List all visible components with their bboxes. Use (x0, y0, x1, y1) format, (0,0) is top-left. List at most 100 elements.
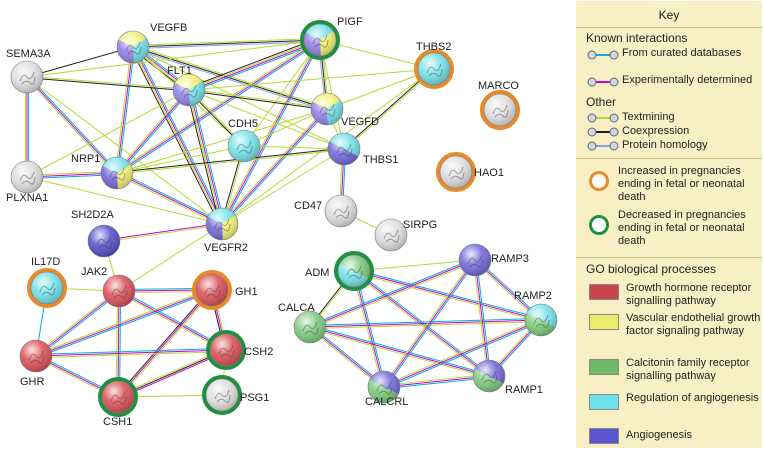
interaction-edge-sema3a-flt1 (26, 75, 190, 92)
protein-structure-glyph (383, 229, 400, 243)
protein-node-csh2[interactable] (206, 330, 246, 370)
textmining-edge-swatch (587, 113, 619, 123)
interaction-edge-ramp2-calcrl (383, 318, 542, 389)
protein-node-psg1[interactable] (202, 375, 242, 415)
interaction-edge-vegfd-vegfr2 (220, 107, 329, 226)
key-divider (576, 158, 762, 159)
edge-line (221, 148, 345, 225)
node-highlight-ring (300, 20, 340, 60)
protein-node-thbs2[interactable] (414, 49, 454, 89)
node-label-sema3a: SEMA3A (6, 48, 51, 60)
node-gloss (101, 380, 135, 414)
protein-structure-glyph (481, 370, 498, 384)
interaction-edge-ramp3-calcrl (382, 258, 477, 389)
node-gloss (303, 23, 337, 57)
protein-node-hao1[interactable] (436, 152, 476, 192)
protein-node-marco[interactable] (480, 90, 520, 130)
edge-line (35, 288, 212, 355)
edge-line (222, 109, 329, 226)
protein-node-ramp1[interactable] (472, 359, 506, 393)
protein-node-cdh5[interactable] (227, 129, 261, 163)
protein-node-calca[interactable] (293, 310, 327, 344)
legend-textmining: Textmining (586, 111, 762, 126)
protein-structure-glyph (96, 235, 113, 249)
protein-structure-glyph (333, 205, 350, 219)
protein-structure-glyph (302, 321, 319, 335)
key-divider (576, 257, 762, 258)
protein-node-vegfd[interactable] (310, 92, 344, 126)
edge-line (116, 46, 134, 174)
edge-line (35, 290, 120, 357)
edge-line (36, 291, 121, 358)
edge-line (188, 68, 435, 91)
edge-line (355, 270, 387, 387)
protein-node-jak2[interactable] (102, 274, 136, 308)
edge-line (117, 291, 226, 352)
protein-node-ramp2[interactable] (524, 303, 558, 337)
protein-node-gh1[interactable] (192, 270, 232, 310)
interaction-edge-thbs1-vegfr2 (221, 148, 345, 225)
edge-line (116, 89, 190, 174)
protein-node-ramp3[interactable] (458, 243, 492, 277)
interaction-edge-jak2-ghr (34, 289, 121, 358)
edge-line (220, 39, 320, 224)
edge-line (310, 321, 542, 330)
protein-node-plxna1[interactable] (10, 160, 44, 194)
protein-node-sh2d2a[interactable] (87, 224, 121, 258)
node-label-vegfr2: VEGFR2 (204, 242, 248, 254)
protein-node-nrp1[interactable] (100, 156, 134, 190)
protein-structure-glyph (111, 285, 128, 299)
node-label-gh1: GH1 (235, 286, 258, 298)
protein-node-flt1[interactable] (172, 73, 206, 107)
edge-line (116, 147, 344, 173)
legend-label: Regulation of angiogenesis (626, 392, 759, 404)
protein-structure-glyph (19, 71, 36, 85)
protein-node-pigf[interactable] (300, 20, 340, 60)
legend-go-growth-hormone: Growth hormone receptor signalling pathw… (586, 282, 762, 312)
node-gloss (116, 30, 150, 64)
protein-node-vegfr2[interactable] (205, 207, 239, 241)
protein-node-sema3a[interactable] (10, 60, 44, 94)
node-gloss (310, 92, 344, 126)
legend-label: Angiogenesis (626, 429, 693, 441)
protein-node-calcrl[interactable] (367, 370, 401, 404)
edge-line (474, 259, 490, 377)
edge-line (189, 41, 322, 93)
edge-line (309, 258, 475, 326)
protein-structure-glyph (218, 344, 235, 358)
edge-line (187, 90, 222, 225)
protein-node-thbs1[interactable] (327, 132, 361, 166)
edge-line (220, 107, 327, 224)
protein-structure-glyph (467, 254, 484, 268)
protein-structure-glyph (336, 143, 353, 157)
protein-node-vegfb[interactable] (116, 30, 150, 64)
edge-line (36, 351, 227, 359)
go-swatch (589, 428, 619, 444)
protein-structure-glyph (214, 389, 231, 403)
protein-node-ghr[interactable] (19, 339, 53, 373)
go-swatch (589, 394, 619, 410)
interaction-edge-vegfb-pigf (132, 37, 321, 50)
protein-node-adm[interactable] (334, 251, 374, 291)
node-label-cd47: CD47 (294, 200, 322, 212)
interaction-edge-nrp1-vegfr2 (116, 171, 223, 226)
protein-node-csh1[interactable] (98, 377, 138, 417)
edge-line (132, 46, 328, 110)
edge-line (351, 271, 383, 388)
edge-line (117, 171, 223, 224)
node-gloss (205, 207, 239, 241)
legend-label: Experimentally determined (622, 74, 753, 86)
edge-line (35, 347, 226, 355)
edge-line (188, 89, 345, 150)
node-label-vegfb: VEGFB (150, 22, 187, 34)
key-divider (576, 27, 762, 28)
increased-ring-swatch (589, 171, 609, 191)
edge-line (119, 289, 228, 350)
legend-go-regulation-angiogenesis: Regulation of angiogenesis (586, 392, 762, 422)
edge-line (114, 46, 132, 173)
protein-node-il17d[interactable] (27, 268, 67, 308)
protein-node-cd47[interactable] (324, 194, 358, 228)
edge-line (354, 268, 542, 319)
protein-node-sirpg[interactable] (374, 218, 408, 252)
decreased-ring-swatch (589, 215, 609, 235)
